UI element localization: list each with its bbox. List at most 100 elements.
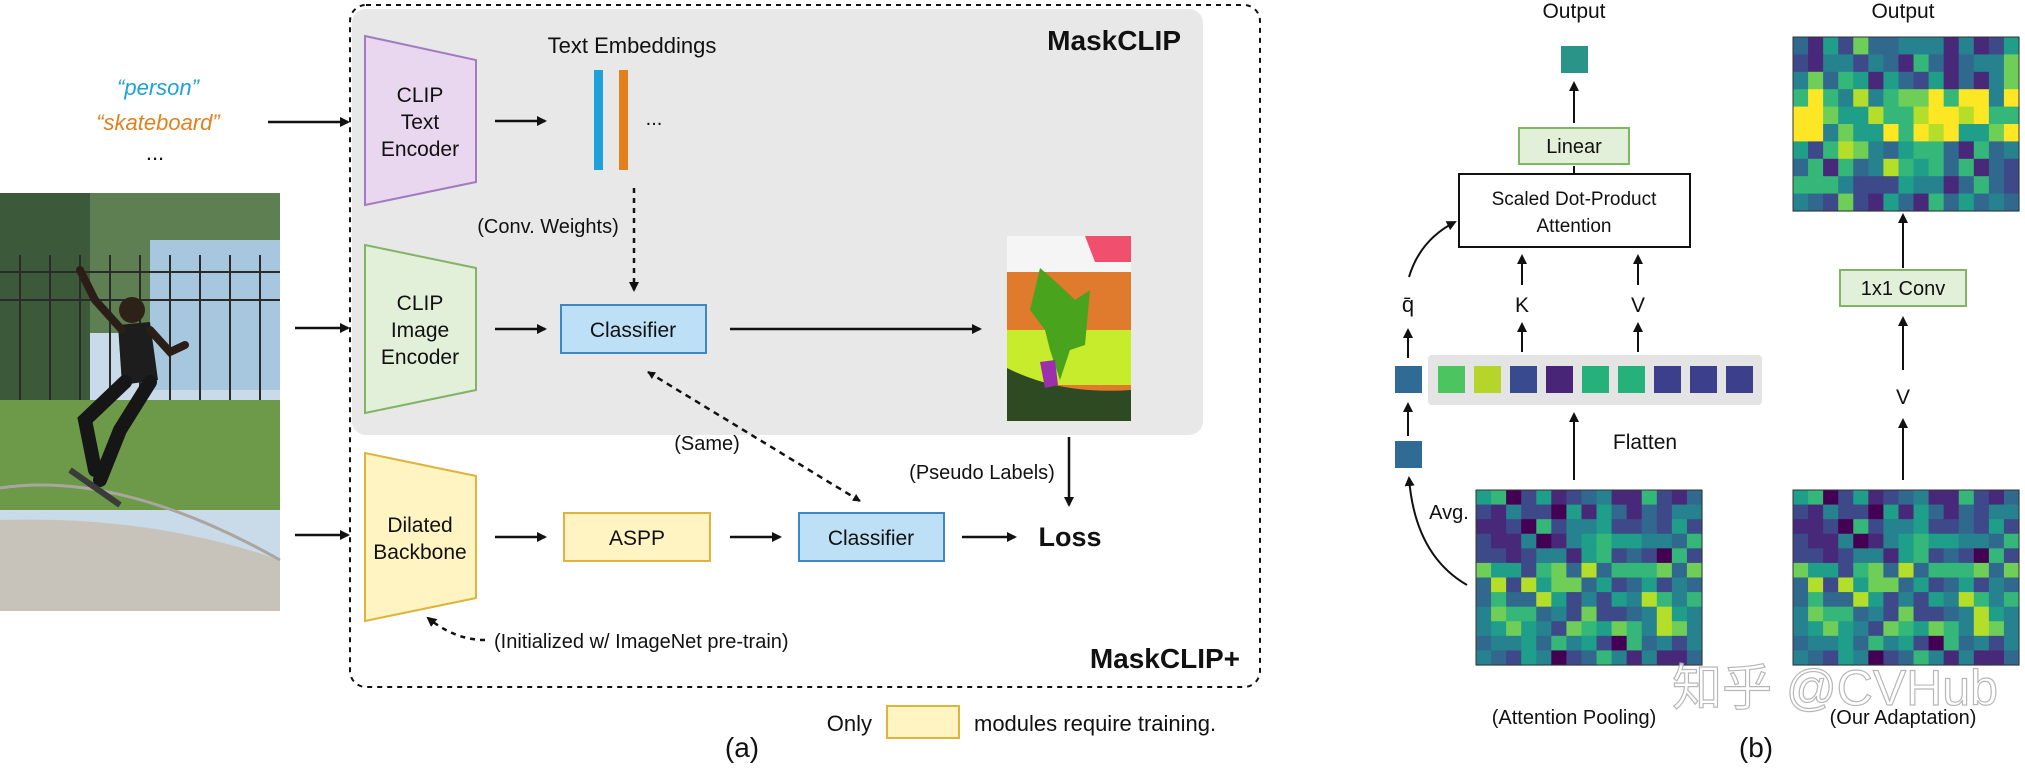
heatmap-cell xyxy=(1988,106,2005,125)
heatmap-cell xyxy=(1551,533,1567,549)
heatmap-cell xyxy=(1626,490,1643,506)
heatmap-cell xyxy=(1823,141,1839,160)
heatmap-cell xyxy=(1656,504,1673,520)
heatmap-cell xyxy=(1596,592,1613,608)
heatmap-cell xyxy=(1476,635,1492,652)
heatmap-cell xyxy=(1536,606,1552,622)
heatmap-cell xyxy=(1671,592,1688,608)
heatmap-cell xyxy=(1868,124,1884,142)
heatmap-cell xyxy=(1868,176,1884,195)
heatmap-cell xyxy=(1943,504,1960,520)
caption-b: (b) xyxy=(1739,732,1773,763)
classifier-top xyxy=(560,304,707,354)
heatmap-cell xyxy=(1641,650,1658,666)
v-right-label: V xyxy=(1896,386,1910,409)
heatmap-cell xyxy=(1958,158,1975,177)
heatmap-cell xyxy=(1943,124,1960,142)
heatmap-cell xyxy=(1611,533,1628,549)
heatmap-cell xyxy=(1566,548,1583,564)
heatmap-cell xyxy=(1506,650,1522,666)
heatmap-cell xyxy=(1551,592,1567,608)
heatmap-cell xyxy=(1958,71,1975,90)
clip-text-encoder xyxy=(364,34,477,207)
heatmap-cell xyxy=(1898,621,1915,637)
heatmap-cell xyxy=(1641,533,1658,549)
heatmap-cell xyxy=(1958,54,1975,73)
heatmap-cell xyxy=(1656,562,1673,579)
heatmap-cell xyxy=(1808,176,1824,195)
heatmap-cell xyxy=(1793,562,1809,579)
heatmap-cell xyxy=(1898,592,1915,608)
heatmap-cell xyxy=(1808,592,1824,608)
watermark: 知乎 @CVHub xyxy=(1672,660,1998,716)
heatmap-cell xyxy=(1641,562,1658,579)
heatmap-cell xyxy=(1838,37,1854,55)
heatmap-cell xyxy=(1838,635,1854,652)
heatmap-cell xyxy=(1521,519,1537,535)
heatmap-cell xyxy=(1853,71,1869,90)
heatmap-cell xyxy=(1656,577,1673,593)
heatmap-cell xyxy=(1536,519,1552,535)
heatmap-cell xyxy=(1973,176,1990,195)
heatmap-cell xyxy=(1808,71,1824,90)
heatmap-cell xyxy=(1928,606,1945,622)
heatmap-cell xyxy=(1928,548,1945,564)
heatmap-cell xyxy=(1883,504,1900,520)
heatmap-cell xyxy=(1521,635,1537,652)
heatmap-cell xyxy=(1913,635,1930,652)
heatmap-cell xyxy=(1793,141,1809,160)
heatmap-cell xyxy=(1506,504,1522,520)
heatmap-cell xyxy=(1913,71,1930,90)
heatmap-cell xyxy=(1973,635,1990,652)
heatmap-cell xyxy=(1988,621,2005,637)
heatmap-cell xyxy=(1596,548,1613,564)
heatmap-cell xyxy=(1823,592,1839,608)
heatmap-cell xyxy=(1958,504,1975,520)
classifier-bottom-label: Classifier xyxy=(828,527,914,550)
heatmap-cell xyxy=(2003,158,2020,177)
heatmap-cell xyxy=(1868,71,1884,90)
classifier-top-label: Classifier xyxy=(590,319,676,342)
heatmap-cell xyxy=(1853,176,1869,195)
heatmap-cell xyxy=(1853,158,1869,177)
heatmap-cell xyxy=(1943,37,1960,55)
heatmap-cell xyxy=(1626,592,1643,608)
heatmap-cell xyxy=(1853,106,1869,125)
heatmap-cell xyxy=(1476,533,1492,549)
heatmap-cell xyxy=(1943,71,1960,90)
clip-image-encoder xyxy=(364,243,477,415)
heatmap-cell xyxy=(1988,650,2005,666)
conv-weights-label: (Conv. Weights) xyxy=(477,216,619,238)
text-encoder-line2: Text xyxy=(401,111,440,134)
legend-swatch xyxy=(886,705,960,739)
heatmap-cell xyxy=(1868,504,1884,520)
heatmap-cell xyxy=(1928,490,1945,506)
text-embeddings-label: Text Embeddings xyxy=(548,33,717,58)
heatmap-cell xyxy=(2003,635,2020,652)
heatmap-cell xyxy=(1958,37,1975,55)
heatmap-cell xyxy=(1823,124,1839,142)
heatmap-cell xyxy=(1928,621,1945,637)
heatmap-cell xyxy=(1868,650,1884,666)
heatmap-cell xyxy=(1928,158,1945,177)
heatmap-cell xyxy=(1521,548,1537,564)
heatmap-cell xyxy=(1883,141,1900,160)
heatmap-cell xyxy=(1581,606,1598,622)
heatmap-cell xyxy=(1943,562,1960,579)
heatmap-cell xyxy=(1853,592,1869,608)
heatmap-cell xyxy=(1973,141,1990,160)
heatmap-cell xyxy=(1853,621,1869,637)
heatmap-cell xyxy=(1793,548,1809,564)
heatmap-cell xyxy=(1536,490,1552,506)
heatmap-cell xyxy=(1823,158,1839,177)
heatmap-cell xyxy=(1656,519,1673,535)
heatmap-cell xyxy=(1883,533,1900,549)
heatmap-cell xyxy=(1883,621,1900,637)
heatmap-cell xyxy=(1793,124,1809,142)
init-note: (Initialized w/ ImageNet pre-train) xyxy=(494,631,789,653)
heatmap-cell xyxy=(1823,650,1839,666)
heatmap-cell xyxy=(1793,606,1809,622)
heatmap-cell xyxy=(1506,635,1522,652)
heatmap-cell xyxy=(1913,89,1930,108)
heatmap-cell xyxy=(1898,504,1915,520)
